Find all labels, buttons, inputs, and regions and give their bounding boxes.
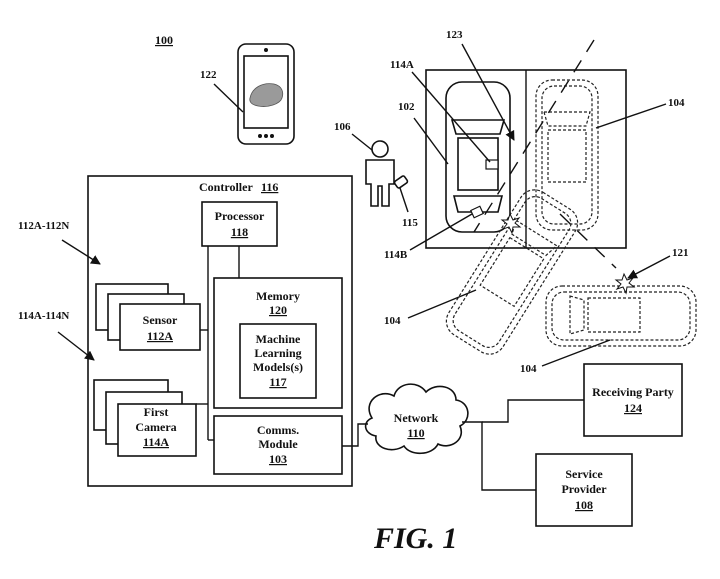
svg-text:Service: Service [565, 467, 603, 481]
svg-text:Machine: Machine [256, 332, 301, 346]
network-label: Network [394, 411, 439, 425]
ref-impact-point: 121 [672, 247, 689, 259]
svg-text:Camera: Camera [135, 420, 176, 434]
svg-text:Models(s): Models(s) [253, 360, 303, 374]
svg-text:108: 108 [575, 498, 593, 512]
car-image-icon [249, 83, 284, 107]
figure-caption: FIG. 1 [373, 522, 457, 555]
memory-label: Memory [256, 289, 300, 303]
ref-phone: 122 [200, 69, 217, 81]
ref-cam-b: 114B [384, 249, 408, 261]
ref-cam-a: 114A [390, 59, 414, 71]
processor-num: 118 [231, 225, 248, 239]
camera-114b-icon [469, 205, 485, 219]
ref-other-vehicle-left: 104 [384, 315, 401, 327]
handheld-device-icon [393, 175, 409, 189]
ref-vehicle: 102 [398, 101, 415, 113]
svg-text:103: 103 [269, 452, 287, 466]
camera-114a-icon [485, 159, 499, 170]
receiving-party-box: Receiving Party 124 [583, 363, 683, 437]
service-provider-box: Service Provider 108 [535, 453, 633, 527]
camera-stack: First Camera 114A [93, 379, 197, 457]
sensor-label: Sensor [143, 313, 178, 327]
svg-text:114A: 114A [143, 435, 169, 449]
network-num: 110 [407, 426, 424, 440]
ref-impact-line: 123 [446, 29, 463, 41]
svg-text:117: 117 [269, 375, 286, 389]
processor-box: Processor 118 [201, 201, 278, 247]
svg-text:First: First [144, 405, 169, 419]
vehicle-104-parked [535, 79, 599, 231]
receiving-label: Receiving Party [592, 385, 674, 399]
ref-other-vehicle-bottom: 104 [520, 363, 537, 375]
smartphone [237, 43, 295, 145]
vehicle-104-bottom [545, 285, 697, 347]
receiving-num: 124 [624, 401, 642, 415]
ref-person: 106 [334, 121, 351, 133]
processor-label: Processor [215, 209, 265, 223]
controller-num: 116 [261, 180, 278, 194]
figure-ref: 100 [155, 33, 173, 47]
svg-text:Provider: Provider [561, 482, 607, 496]
ml-models-box: Machine Learning Models(s) 117 [239, 323, 317, 399]
person-icon [365, 140, 409, 207]
ref-cameras-range: 114A-114N [18, 310, 69, 322]
network-cloud: Network 110 [364, 383, 469, 455]
controller-label: Controller [199, 180, 253, 194]
svg-text:Comms.: Comms. [257, 423, 299, 437]
svg-text:Learning: Learning [254, 346, 301, 360]
memory-num: 120 [269, 303, 287, 317]
vehicle-102 [445, 81, 511, 233]
ref-device: 115 [402, 217, 418, 229]
sensor-stack: Sensor 112A [95, 283, 201, 351]
ref-sensors-range: 112A-112N [18, 220, 69, 232]
ref-other-vehicle-top: 104 [668, 97, 685, 109]
impact-star-icon [500, 212, 522, 235]
sensor-num: 112A [147, 329, 173, 343]
comms-module-box: Comms. Module 103 [213, 415, 343, 475]
svg-text:Module: Module [258, 437, 298, 451]
